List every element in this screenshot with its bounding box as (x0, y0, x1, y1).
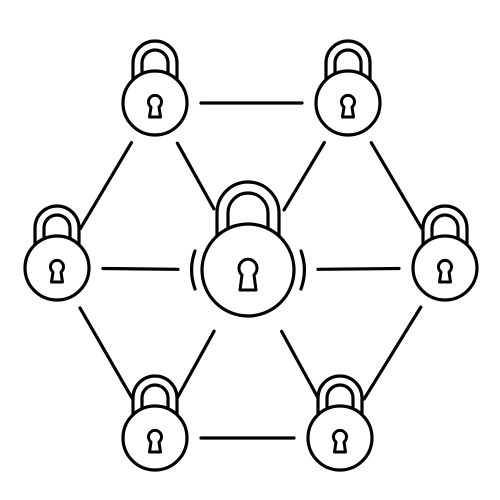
connection-line-left-bottom-left (78, 306, 134, 400)
connection-line-center-bottom-left (175, 329, 216, 400)
connection-lines (78, 101, 424, 440)
connection-line-center-bottom-right (280, 329, 320, 400)
bottom-right-padlock-icon (306, 374, 374, 472)
connection-line-right-center (316, 266, 401, 271)
connection-line-top-right-right (369, 141, 424, 230)
connection-line-top-left-center (175, 141, 216, 211)
connection-line-right-bottom-right (362, 305, 423, 401)
top-left-padlock-icon (121, 39, 189, 137)
bottom-left-padlock-icon (121, 374, 189, 472)
padlock-nodes (23, 39, 479, 472)
right-padlock-icon (411, 204, 479, 302)
connection-line-top-left-left (78, 141, 134, 230)
connection-line-left-center (101, 266, 180, 271)
left-padlock-icon (23, 204, 91, 302)
top-right-padlock-icon (314, 39, 382, 137)
connection-line-top-right-center (282, 140, 326, 212)
